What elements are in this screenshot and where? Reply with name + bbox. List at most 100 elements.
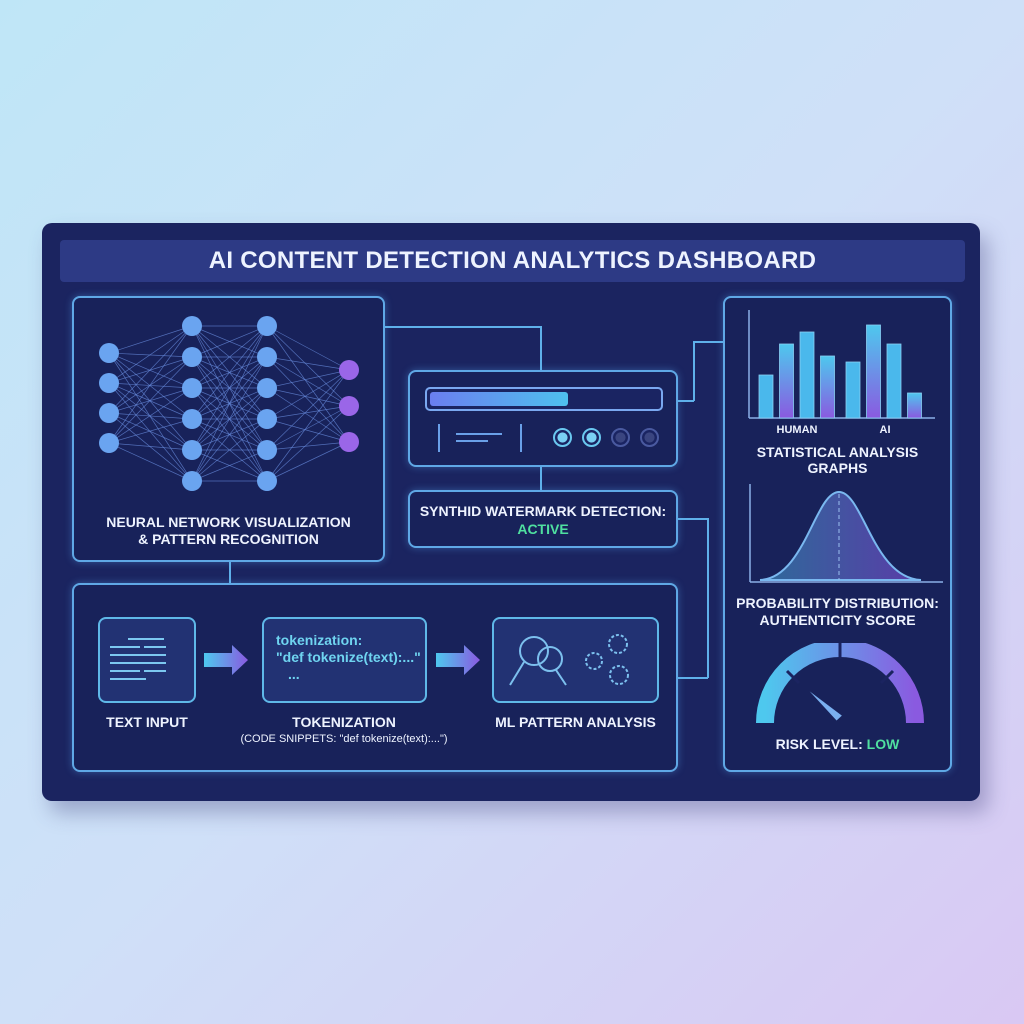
bar (779, 343, 794, 419)
bar-chart (748, 310, 935, 419)
connection (266, 369, 350, 451)
connection (108, 352, 193, 482)
bar (820, 355, 835, 419)
indicator-dot (582, 428, 601, 447)
neuron-node (257, 347, 277, 367)
magnifier-gears-icon (509, 634, 629, 686)
connection (266, 356, 350, 443)
code-line: tokenization: (276, 632, 363, 648)
code-line: "def tokenize(text):..." (276, 649, 421, 665)
neuron-node (182, 440, 202, 460)
group-label-ai: AI (879, 424, 891, 436)
neuron-node (257, 440, 277, 460)
label-line: & PATTERN RECOGNITION (138, 531, 319, 547)
text-input-box[interactable] (98, 617, 196, 703)
connection (108, 352, 193, 358)
connection (191, 325, 268, 420)
connection (108, 412, 193, 420)
connection (266, 325, 350, 443)
connection (108, 382, 193, 482)
neural-network-graphic (99, 316, 359, 491)
dashboard-title: AI CONTENT DETECTION ANALYTICS DASHBOARD (60, 240, 965, 282)
neuron-node (182, 347, 202, 367)
neuron-node (182, 378, 202, 398)
neuron-node (257, 316, 277, 336)
risk-label-text: RISK LEVEL: (775, 736, 863, 752)
connector (540, 326, 542, 371)
risk-value: LOW (866, 736, 900, 752)
connection (108, 325, 193, 354)
bar (845, 361, 861, 419)
connection (191, 325, 268, 482)
indicator-dot (611, 428, 630, 447)
ml-analysis-box[interactable] (492, 617, 659, 703)
connection (266, 356, 350, 371)
synthid-status: ACTIVE (517, 521, 569, 537)
connection (108, 442, 193, 482)
bar (886, 343, 902, 419)
connection (266, 405, 350, 451)
arrow-right-icon (204, 645, 248, 675)
connection (108, 382, 193, 420)
label-line: PROBABILITY DISTRIBUTION: (736, 595, 939, 611)
bar (799, 331, 815, 419)
neural-network-panel: NEURAL NETWORK VISUALIZATION & PATTERN R… (72, 296, 385, 562)
code-line: ... (288, 666, 300, 682)
connection (108, 352, 193, 389)
neuron-node (257, 471, 277, 491)
tokenization-box[interactable]: tokenization: "def tokenize(text):..." .… (262, 617, 427, 703)
neuron-node (99, 403, 119, 423)
connection (108, 382, 193, 389)
connector (678, 518, 708, 520)
connection (191, 325, 268, 358)
connection (266, 405, 350, 420)
text-input-label: TEXT INPUT (106, 714, 188, 730)
gauge-needle (809, 691, 842, 721)
tokenization-caption: (CODE SNIPPETS: "def tokenize(text):..."… (240, 733, 448, 745)
connection (191, 356, 268, 482)
connection (266, 356, 350, 407)
connection (108, 352, 193, 451)
connection (191, 325, 268, 389)
pipeline-panel: tokenization: "def tokenize(text):..." .… (72, 583, 678, 772)
risk-label: RISK LEVEL: LOW (725, 736, 950, 752)
neuron-node (182, 471, 202, 491)
document-lines-icon (110, 638, 166, 680)
neuron-node (339, 396, 359, 416)
connection (266, 405, 350, 482)
distribution-chart (749, 484, 943, 583)
connection (191, 449, 268, 482)
connection (191, 387, 268, 482)
connection (191, 325, 268, 451)
bar (907, 392, 922, 419)
indicator-dot (640, 428, 659, 447)
neuron-node (182, 409, 202, 429)
neuron-node (99, 373, 119, 393)
progress-fill (430, 392, 568, 406)
ml-analysis-label: ML PATTERN ANALYSIS (495, 714, 656, 730)
neuron-node (182, 316, 202, 336)
connection (266, 325, 350, 371)
connection (108, 352, 193, 420)
connection (266, 369, 350, 420)
tokenization-label: TOKENIZATION (292, 714, 396, 730)
connection (266, 325, 350, 407)
connector (678, 677, 708, 679)
neuron-node (99, 433, 119, 453)
connector (229, 562, 231, 584)
label-line: NEURAL NETWORK VISUALIZATION (106, 514, 351, 530)
text-field-icon (438, 424, 522, 452)
connection (108, 442, 193, 451)
connection (108, 325, 193, 444)
connection (266, 387, 350, 443)
analytics-panel: HUMAN AI STATISTICAL ANALYSIS GRAPHS PRO… (723, 296, 952, 772)
neuron-node (339, 432, 359, 452)
connector (693, 341, 724, 343)
connection (108, 412, 193, 451)
neuron-node (99, 343, 119, 363)
connection (108, 356, 193, 444)
connection (108, 387, 193, 444)
bar (866, 324, 881, 419)
status-panel (408, 370, 678, 467)
connection (108, 412, 193, 482)
